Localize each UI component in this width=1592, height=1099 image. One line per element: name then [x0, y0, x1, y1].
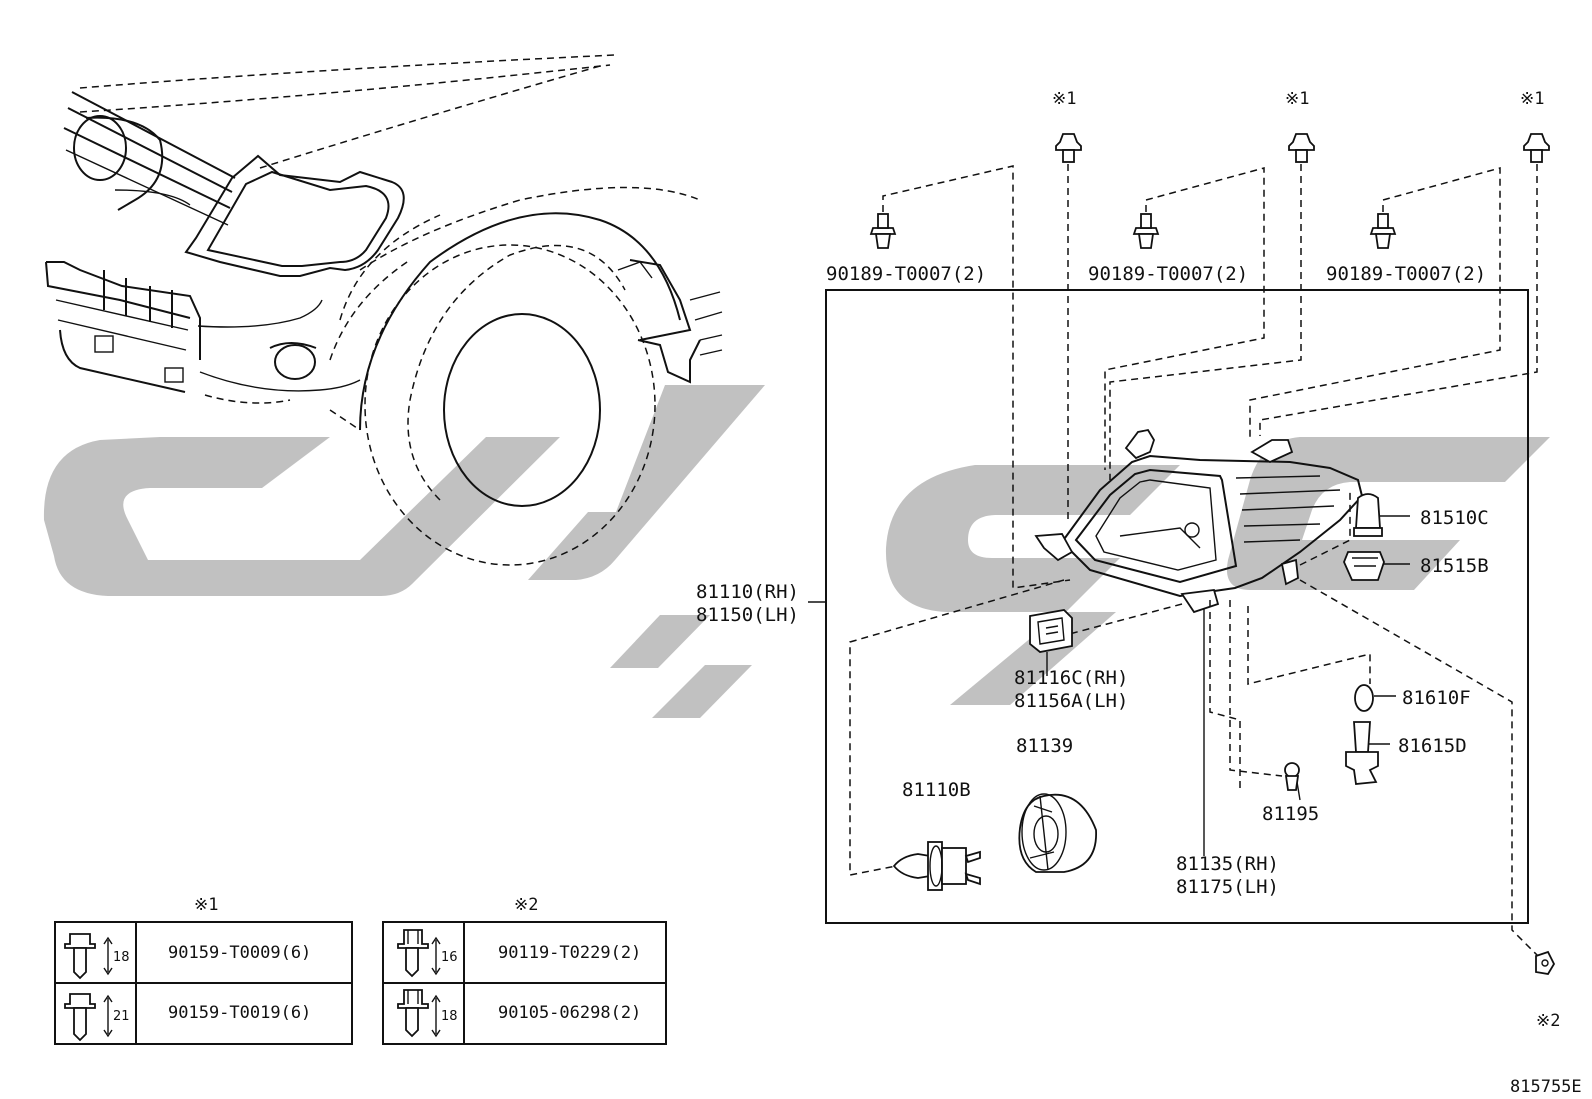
- table-1-dim-1: 18: [113, 950, 130, 965]
- cover-81139: [1018, 793, 1097, 873]
- small-bulb-label: 81610F: [1402, 687, 1471, 709]
- bracket-lh-label: 81156A(LH): [1014, 690, 1128, 712]
- table-1-part-2: 90159-T0019(6): [168, 1003, 311, 1023]
- small-socket-81615d: [1345, 721, 1379, 785]
- nut-clip-3: [1249, 167, 1501, 440]
- small-parts: [892, 493, 1556, 975]
- table-2-part-2: 90105-06298(2): [498, 1003, 641, 1023]
- nut-clips: [869, 165, 1501, 589]
- fastener-table-1: ※1 18 90159-T0009(6) 21 90159-T0019(6): [54, 895, 353, 1045]
- leader-lines: [808, 490, 1541, 959]
- table-2-dim-1: 16: [441, 950, 458, 965]
- side-bulb-label: 81510C: [1420, 507, 1489, 529]
- socket-lh-label: 81175(LH): [1176, 876, 1279, 898]
- flange-bolt-icon: [397, 929, 441, 978]
- socket-rh-label: 81135(RH): [1176, 853, 1279, 875]
- clip-part-label-1: 90189-T0007(2): [826, 263, 986, 285]
- headlamp-rh-label: 81110(RH): [696, 581, 799, 603]
- side-bulb-81510c: [1353, 493, 1383, 537]
- small-socket-label: 81615D: [1398, 735, 1467, 757]
- bulb-label: 81110B: [902, 779, 971, 801]
- part-labels: ※1 ※1 ※1 90189-T0007(2) 90189-T0007(2) 9…: [696, 89, 1582, 1097]
- headlamp-lh-label: 81150(LH): [696, 604, 799, 626]
- side-socket-label: 81515B: [1420, 555, 1489, 577]
- clip-note-3: ※1: [1520, 89, 1544, 109]
- bolt-icon: [64, 993, 113, 1042]
- cover-label: 81139: [1016, 735, 1073, 757]
- bottom-note-label: ※2: [1536, 1011, 1560, 1031]
- clip-part-label-3: 90189-T0007(2): [1326, 263, 1486, 285]
- table-1-dim-2: 21: [113, 1009, 130, 1024]
- table-2-part-1: 90119-T0229(2): [498, 943, 641, 963]
- clip-note-2: ※1: [1285, 89, 1309, 109]
- figure-code: 815755E: [1510, 1077, 1582, 1097]
- watermark: [43, 385, 1550, 718]
- small-bulb-81610f: [1354, 684, 1374, 712]
- table-1-title: ※1: [194, 895, 218, 915]
- parts-frame: [825, 289, 1529, 924]
- clip-bolt-2: [1109, 133, 1315, 480]
- screw-label: 81195: [1262, 803, 1319, 825]
- screw-81195: [1284, 762, 1300, 791]
- bottom-screw: [1535, 950, 1556, 975]
- nut-clip-1: [869, 165, 1071, 589]
- vehicle-illustration: [45, 54, 723, 566]
- bracket-81116c: [1029, 609, 1073, 653]
- headlamp-assembly: [1034, 428, 1364, 614]
- table-1-part-1: 90159-T0009(6): [168, 943, 311, 963]
- top-clip-bolts: [1055, 133, 1550, 520]
- bulb-81110b: [892, 841, 981, 891]
- table-2-title: ※2: [514, 895, 538, 915]
- clip-part-label-2: 90189-T0007(2): [1088, 263, 1248, 285]
- clip-bolt-3: [1259, 133, 1550, 436]
- clip-note-1: ※1: [1052, 89, 1076, 109]
- table-2-dim-2: 18: [441, 1009, 458, 1024]
- clip-bolt-1: [1055, 133, 1082, 520]
- side-socket-81515b: [1343, 551, 1385, 581]
- flange-bolt-icon: [397, 989, 441, 1038]
- fastener-table-2: ※2 16 90119-T0229(2) 18 90105-06298(2): [382, 895, 667, 1045]
- nut-clip-2: [1104, 167, 1265, 470]
- bolt-icon: [64, 933, 113, 980]
- bracket-rh-label: 81116C(RH): [1014, 667, 1128, 689]
